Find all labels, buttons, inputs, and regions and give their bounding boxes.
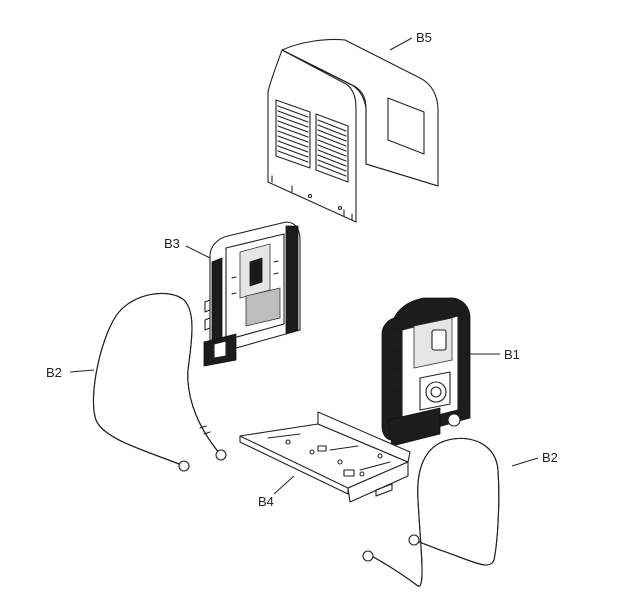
leader-b4 (273, 475, 295, 495)
callout-b4: B4 (258, 494, 274, 509)
vent-right (315, 113, 349, 183)
part-b3-frame (203, 221, 301, 367)
part-b2-right-handle (362, 438, 500, 587)
leader-b5 (389, 37, 413, 51)
vent-left (275, 99, 311, 169)
callout-b3: B3 (164, 236, 180, 251)
leader-b2-right (511, 457, 539, 467)
part-b4-base-plate (239, 411, 411, 503)
callout-b2-right: B2 (542, 450, 558, 465)
callout-b5: B5 (416, 30, 432, 45)
callout-b2-left: B2 (46, 365, 62, 380)
leader-b3 (185, 245, 211, 259)
leader-b2-left (69, 369, 95, 373)
part-b2-left-handle (92, 292, 227, 472)
part-b1-front-panel (381, 297, 471, 447)
callout-b1: B1 (504, 347, 520, 362)
part-b5-cover (267, 38, 439, 223)
